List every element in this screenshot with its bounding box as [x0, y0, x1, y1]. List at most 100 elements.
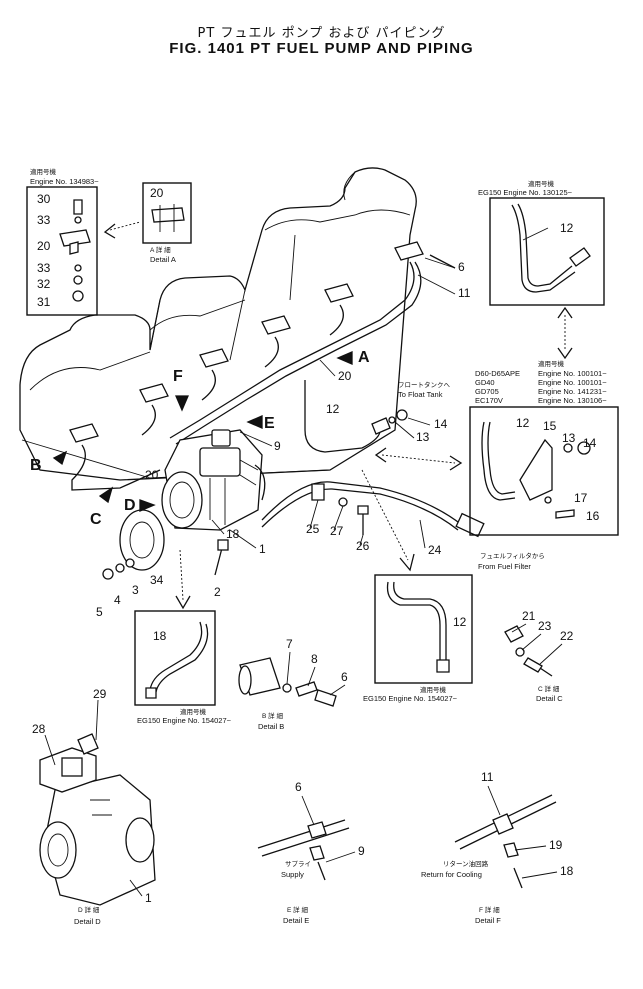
callout: 12	[516, 416, 530, 430]
svg-text:GD40: GD40	[475, 378, 495, 387]
inset-models-rows: D60-D65APE Engine No. 100101~ GD40 Engin…	[475, 369, 607, 405]
callout: 34	[150, 573, 164, 587]
main-callouts: 6 11 20 12 14 13 9 18 1 25 27 26 24 2 5 …	[96, 260, 471, 619]
page-title: FIG. 1401 PT FUEL PUMP AND PIPING	[169, 40, 474, 57]
pointer-arrows	[103, 221, 573, 610]
inset-top-serial: EG150 Engine No. 130125~	[478, 188, 573, 197]
callout: 31	[37, 295, 51, 309]
detail-a-frame	[142, 182, 192, 244]
callout: 27	[330, 524, 344, 538]
svg-text:Engine No. 130106~: Engine No. 130106~	[538, 396, 607, 405]
callout: 14	[583, 436, 597, 450]
detail-d-caption-jp: D 詳 細	[78, 905, 100, 914]
svg-text:GD705: GD705	[475, 387, 499, 396]
callout: 30	[37, 192, 51, 206]
callout: 15	[543, 419, 557, 433]
callout: 12	[453, 615, 467, 629]
callout: 11	[481, 770, 494, 784]
callout: 6	[458, 260, 465, 274]
detail-a-caption: Detail A	[150, 255, 176, 264]
callout: 5	[96, 605, 103, 619]
detail-e-supply-jp: サプライ	[285, 860, 311, 868]
inset-18-frame	[134, 610, 216, 706]
inset-top-header: 適用号機	[528, 179, 555, 188]
callout: 18	[560, 864, 574, 878]
detail-c-parts	[504, 625, 553, 677]
callout: 4	[114, 593, 121, 607]
callout: 33	[37, 261, 51, 275]
detail-b-parts	[238, 657, 337, 707]
detail-e-supply: Supply	[281, 870, 304, 879]
detail-b-caption: Detail B	[258, 722, 284, 731]
detail-b-caption-jp: B 詳 細	[262, 711, 283, 720]
callout: 12	[326, 402, 340, 416]
svg-text:Engine No. 100101~: Engine No. 100101~	[538, 369, 607, 378]
inset-18-serial: EG150 Engine No. 154027~	[137, 716, 232, 725]
callout: 20	[150, 186, 164, 200]
inset-lower-frame	[374, 574, 473, 684]
bolt-head	[217, 539, 229, 551]
inset-a-parts	[59, 199, 91, 302]
callout: 8	[311, 652, 318, 666]
callout: 11	[458, 286, 471, 300]
callout: 6	[295, 780, 302, 794]
svg-text:EC170V: EC170V	[475, 396, 503, 405]
fuel-pump-assembly	[161, 429, 266, 531]
callout: 29	[93, 687, 107, 701]
callout: 7	[286, 637, 293, 651]
callout: 9	[358, 844, 365, 858]
detail-f-caption: Detail F	[475, 916, 501, 925]
callout: 19	[549, 838, 563, 852]
callout: 17	[574, 491, 588, 505]
inset-a-serial: Engine No. 134983~	[30, 177, 99, 186]
callout: 6	[341, 670, 348, 684]
callout: 18	[153, 629, 167, 643]
inset-lower-header: 適用号機	[420, 685, 447, 694]
callout: 1	[259, 542, 266, 556]
view-label-d: D	[124, 497, 136, 514]
detail-d-pump	[39, 733, 156, 906]
fuel-injectors	[69, 241, 424, 443]
callout: 9	[274, 439, 281, 453]
inset-a-header: 適用号機	[30, 167, 57, 176]
detail-a-caption-jp: A 詳 細	[150, 245, 171, 254]
float-tank-label-jp: フロートタンクへ	[398, 380, 451, 389]
callout: 33	[37, 213, 51, 227]
callout: 13	[562, 431, 576, 445]
callout: 26	[356, 539, 370, 553]
inset-models-frame	[469, 406, 619, 536]
detail-c-caption-jp: C 詳 細	[538, 684, 560, 693]
gasket-part	[119, 509, 165, 571]
inset-lower-serial: EG150 Engine No. 154027~	[363, 694, 458, 703]
inset-18-header: 適用号機	[180, 707, 207, 716]
callout: 22	[560, 629, 574, 643]
callout: 12	[560, 221, 574, 235]
view-label-b: B	[30, 457, 42, 474]
view-direction-arrows	[52, 351, 353, 512]
svg-text:D60-D65APE: D60-D65APE	[475, 369, 520, 378]
fuel-line-24	[261, 481, 463, 526]
callout: 23	[538, 619, 552, 633]
inset-models-header: 適用号機	[538, 359, 565, 368]
detail-e-caption: Detail E	[283, 916, 309, 925]
view-label-f: F	[173, 368, 183, 385]
svg-text:Engine No. 141231~: Engine No. 141231~	[538, 387, 607, 396]
detail-f-parts	[454, 794, 557, 889]
fuel-line-12	[304, 380, 381, 453]
leader-lines	[44, 227, 563, 897]
callout: 20	[338, 369, 352, 383]
callout: 16	[586, 509, 600, 523]
view-label-e: E	[264, 415, 275, 432]
callout: 20	[145, 468, 159, 482]
callout: 25	[306, 522, 320, 536]
view-label-c: C	[90, 511, 102, 528]
view-label-a: A	[358, 349, 370, 366]
detail-e-parts	[257, 819, 350, 881]
callout: 14	[434, 417, 448, 431]
callout: 28	[32, 722, 46, 736]
callout: 2	[214, 585, 221, 599]
callout: 21	[522, 609, 536, 623]
detail-c-caption: Detail C	[536, 694, 563, 703]
bolt-washer-set	[102, 558, 135, 580]
